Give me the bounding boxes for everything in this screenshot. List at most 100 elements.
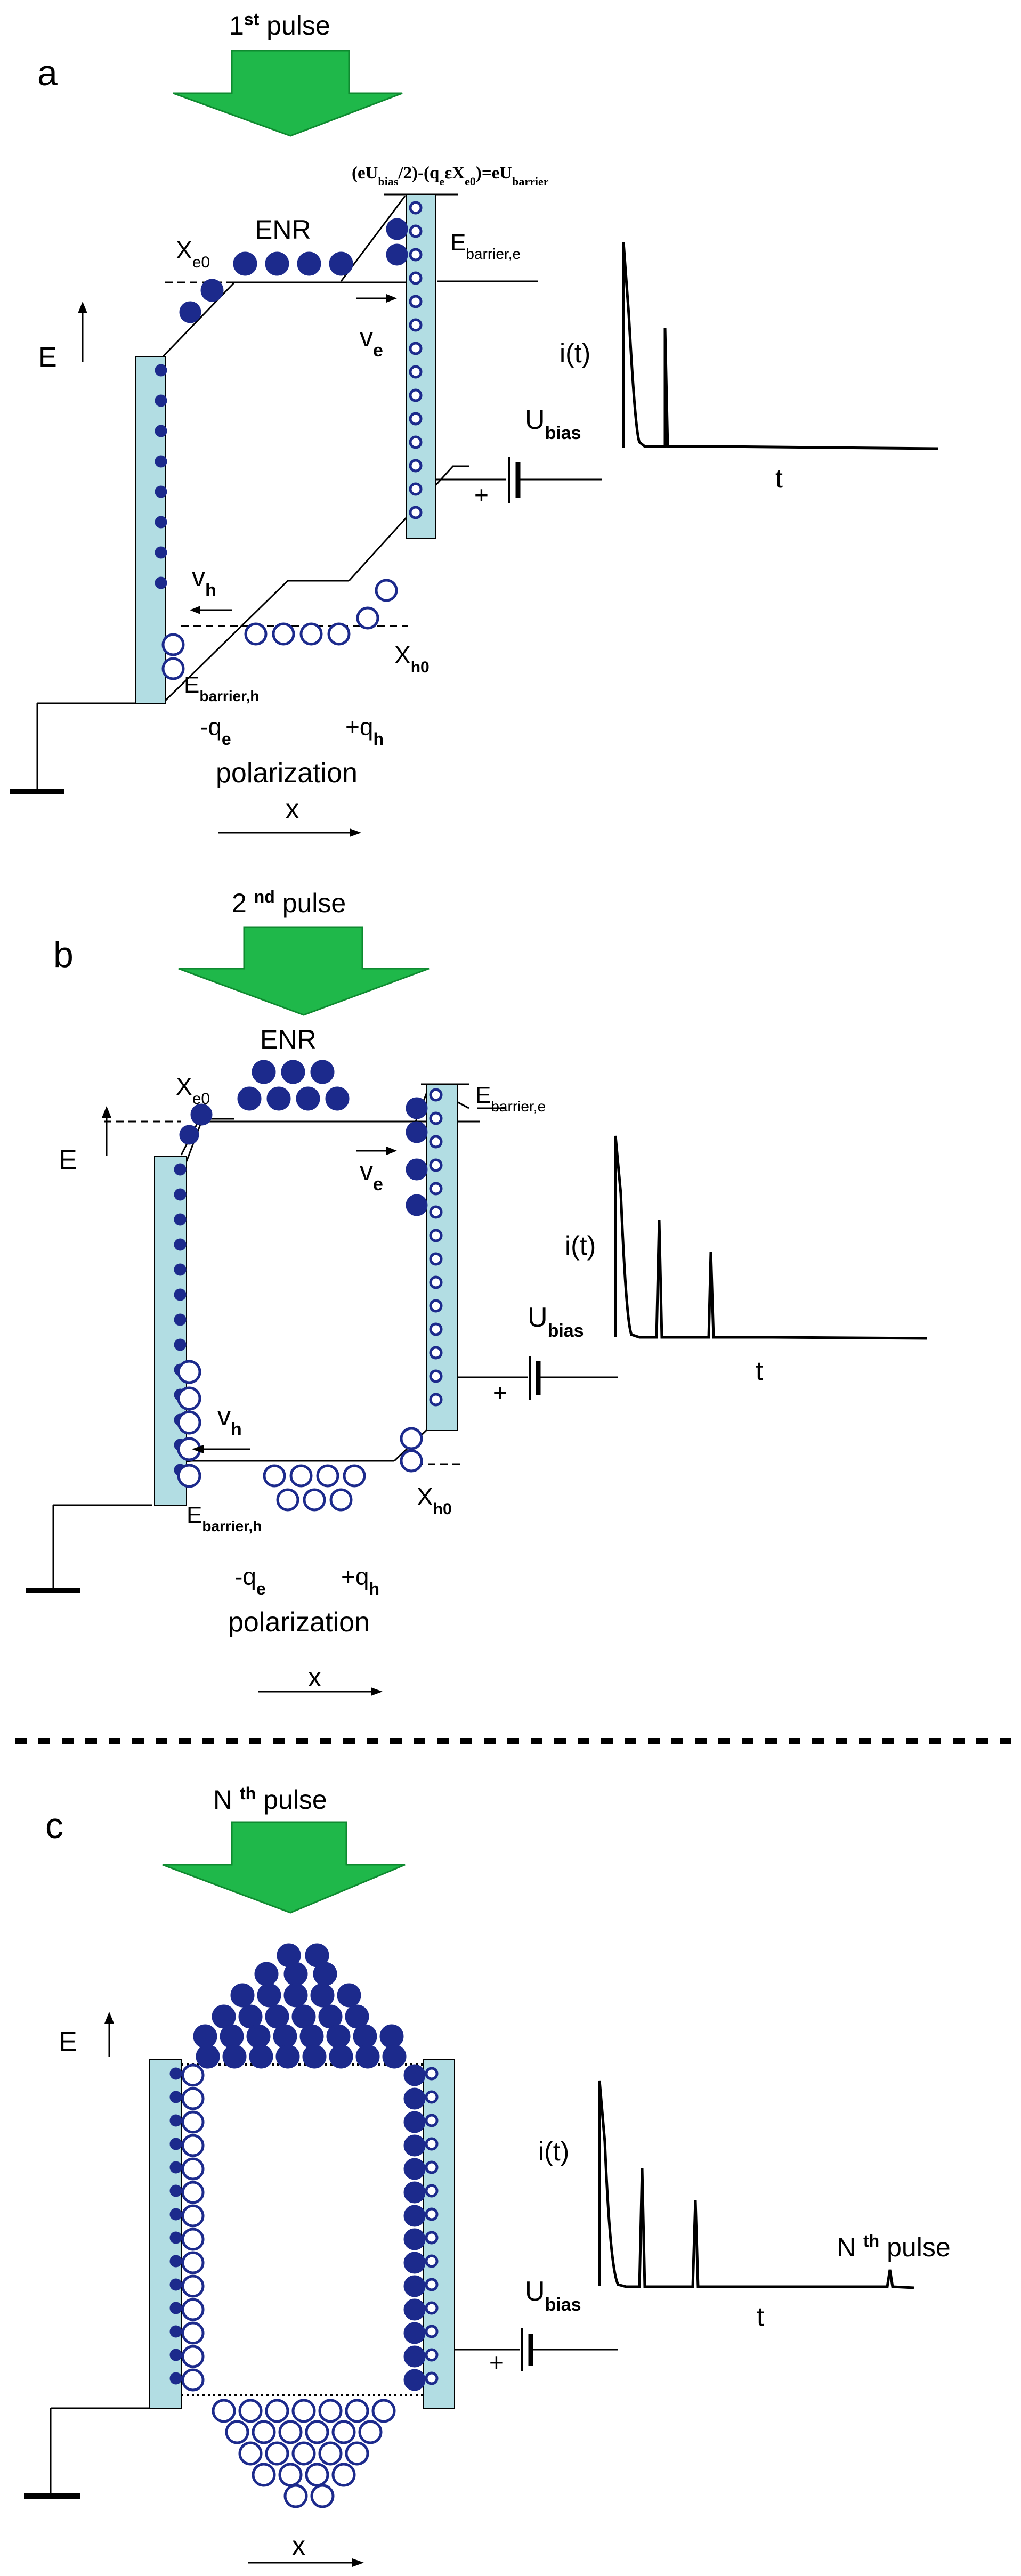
bound-hole xyxy=(409,459,423,473)
free-electron xyxy=(353,2024,377,2049)
free-electron xyxy=(302,2044,327,2069)
free-hole xyxy=(331,2420,356,2444)
bound-hole xyxy=(409,201,423,215)
bound-electron xyxy=(169,2349,182,2361)
free-electron xyxy=(403,2205,426,2227)
bound-electron xyxy=(174,1163,187,1176)
free-hole xyxy=(161,657,185,680)
free-hole xyxy=(181,2228,205,2251)
bound-hole xyxy=(429,1299,443,1313)
free-hole xyxy=(345,2441,369,2466)
bound-hole xyxy=(409,412,423,426)
bound-electron xyxy=(169,2091,182,2103)
bound-electron xyxy=(174,1213,187,1226)
free-hole xyxy=(291,2441,316,2466)
free-electron xyxy=(310,1983,335,2008)
bound-hole xyxy=(425,2184,439,2198)
free-hole xyxy=(299,622,323,646)
free-hole xyxy=(371,2399,396,2423)
bound-electron xyxy=(155,394,167,407)
free-hole xyxy=(265,2399,289,2423)
panel-b-xe0-label: Xe0 xyxy=(176,1072,210,1108)
panel-c-nth-pulse-label: N th pulse xyxy=(837,2231,951,2262)
free-electron xyxy=(283,1962,308,1986)
free-electron xyxy=(237,1086,262,1111)
panel-b-t-label: t xyxy=(756,1356,763,1386)
bound-hole xyxy=(425,2207,439,2221)
free-hole xyxy=(181,2087,205,2110)
bound-hole xyxy=(429,1369,443,1383)
free-electron xyxy=(179,301,201,323)
panel-b-plus-label: + xyxy=(493,1379,507,1407)
panel-a-ve-label: ve xyxy=(360,322,383,361)
free-electron xyxy=(329,2044,353,2069)
panel-b-ve-label: ve xyxy=(360,1156,383,1194)
free-hole xyxy=(310,2484,335,2508)
free-electron xyxy=(403,2345,426,2368)
free-hole xyxy=(343,1464,366,1488)
panel-a: a 1st pulse (eUbias/2)-(qeεXe0)=eUbarrie… xyxy=(10,10,938,837)
panel-a-left-electrode xyxy=(135,356,166,704)
free-hole xyxy=(318,2441,343,2466)
panel-a-xh0-label: Xh0 xyxy=(394,641,430,676)
panel-b-charges xyxy=(174,1060,443,1512)
free-electron xyxy=(254,1962,279,1986)
panel-b-e-axis-label: E xyxy=(59,1145,77,1176)
free-electron xyxy=(265,251,289,276)
panel-c-charges xyxy=(169,1943,439,2508)
free-hole xyxy=(181,2181,205,2204)
bound-hole xyxy=(409,248,423,262)
bound-hole xyxy=(429,1346,443,1360)
panel-b-polarization-label: polarization xyxy=(228,1607,370,1638)
free-hole xyxy=(181,2345,205,2368)
free-hole xyxy=(181,2063,205,2087)
bound-hole xyxy=(409,482,423,496)
panel-c-letter: c xyxy=(45,1806,63,1846)
bound-hole xyxy=(429,1182,443,1196)
panel-a-ebarrier-e-label: Ebarrier,e xyxy=(450,230,521,262)
panel-a-vh-label: vh xyxy=(192,562,216,600)
panel-a-pulse-label: 1st pulse xyxy=(229,10,330,40)
free-electron xyxy=(296,1086,320,1111)
bound-hole xyxy=(429,1393,443,1407)
bound-hole xyxy=(425,2114,439,2127)
free-electron xyxy=(283,1983,308,2008)
free-electron xyxy=(403,2064,426,2086)
free-hole xyxy=(305,2463,329,2487)
bound-electron xyxy=(155,516,167,529)
free-electron xyxy=(220,2024,244,2049)
panel-b-qh-label: +qh xyxy=(341,1563,379,1598)
free-electron xyxy=(406,1194,428,1216)
panel-a-barrier-formula: (eUbias/2)-(qeεXe0)=eUbarrier xyxy=(352,164,549,188)
free-electron xyxy=(403,2252,426,2274)
free-electron xyxy=(190,1103,213,1126)
bound-electron xyxy=(169,2161,182,2174)
free-electron xyxy=(403,2322,426,2344)
panel-a-xe0-label: Xe0 xyxy=(176,236,210,271)
bound-hole xyxy=(425,2278,439,2291)
bound-hole xyxy=(425,2160,439,2174)
panel-a-valence-band xyxy=(161,580,349,704)
free-hole xyxy=(225,2420,249,2444)
free-electron xyxy=(252,1060,276,1084)
free-electron xyxy=(233,251,257,276)
panel-b-pulse-arrow xyxy=(178,926,430,1016)
free-hole xyxy=(252,2463,276,2487)
free-hole xyxy=(289,1464,313,1488)
panel-a-ebarrier-h-label: Ebarrier,h xyxy=(184,672,259,704)
free-electron xyxy=(266,1086,291,1111)
free-electron xyxy=(230,1983,255,2008)
free-electron xyxy=(403,2134,426,2157)
bound-hole xyxy=(409,435,423,449)
panel-a-enr-label: ENR xyxy=(255,215,311,245)
bound-hole xyxy=(409,342,423,355)
bound-electron xyxy=(174,1188,187,1201)
bound-hole xyxy=(429,1252,443,1266)
free-hole xyxy=(291,2399,316,2423)
bound-electron xyxy=(155,485,167,498)
bound-hole xyxy=(409,506,423,519)
free-hole xyxy=(283,2484,308,2508)
free-hole xyxy=(327,622,351,646)
panel-a-it-label: i(t) xyxy=(560,338,590,368)
free-hole xyxy=(177,1410,201,1435)
